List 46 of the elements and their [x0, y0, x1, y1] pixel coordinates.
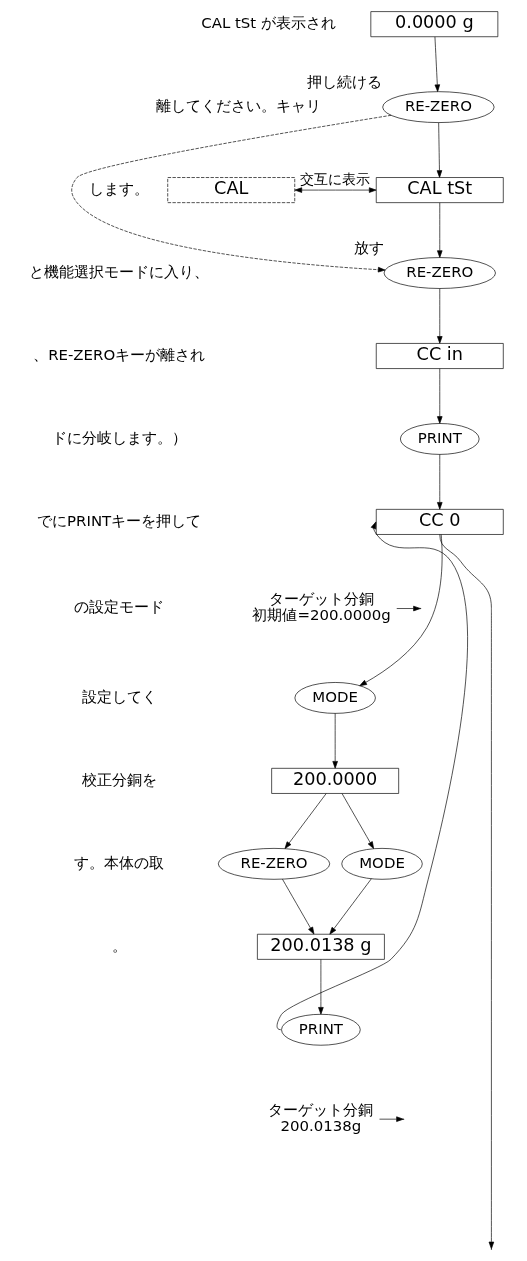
- node-ellipse: RE-ZERO: [382, 91, 495, 123]
- node-text: ターゲット分銅 200.0138g: [268, 1100, 374, 1136]
- arrow: [332, 713, 338, 769]
- node-ellipse: PRINT: [400, 423, 480, 455]
- arrow: [284, 793, 327, 849]
- arrow: [318, 959, 324, 1015]
- label: の設定モード: [74, 598, 165, 617]
- label: 離してください。キャリ: [156, 96, 322, 115]
- arrow: [434, 36, 441, 92]
- node-label: 押し続ける: [307, 73, 383, 92]
- label: ドに分岐します。）: [51, 428, 187, 447]
- node-box: CAL tSt: [375, 177, 504, 203]
- arrow: [359, 534, 443, 687]
- node-ellipse: RE-ZERO: [217, 848, 331, 880]
- node-box: 200.0138 g: [257, 933, 385, 960]
- node-text: ターゲット分銅 初期値=200.0000g: [252, 590, 391, 625]
- node-box: CC in: [375, 343, 504, 369]
- arrow: [71, 114, 392, 273]
- node-ellipse: RE-ZERO: [383, 257, 496, 289]
- label: 設定してく: [81, 687, 157, 706]
- label: します。: [89, 179, 150, 198]
- node-ellipse: MODE: [341, 848, 423, 880]
- edge-label: 交互に表示: [300, 170, 371, 187]
- label: 校正分銅を: [81, 770, 157, 789]
- node-box: CC 0: [375, 509, 504, 535]
- arrow: [437, 454, 443, 510]
- arrow: [379, 1116, 404, 1122]
- arrow: [437, 288, 443, 344]
- arrow: [341, 793, 374, 849]
- label: 。: [111, 936, 127, 955]
- label: と機能選択モードに入り、: [29, 262, 210, 281]
- arrow: [329, 878, 372, 935]
- node-label: 放す: [353, 239, 384, 258]
- arrow: [437, 202, 443, 258]
- arrow: [282, 878, 315, 935]
- label: CAL tSt が表示され: [201, 13, 336, 32]
- label: 、RE-ZEROキーが離され: [33, 345, 206, 364]
- node-ellipse: PRINT: [281, 1013, 361, 1046]
- node-box: 200.0000: [271, 768, 399, 794]
- arrow: [294, 187, 377, 193]
- node-box: CAL: [167, 177, 296, 203]
- arrow: [436, 122, 443, 178]
- label: でにPRINTキーを押して: [37, 511, 202, 530]
- label: す。本体の取: [74, 853, 165, 872]
- arrow: [437, 368, 443, 424]
- node-box: 0.0000 g: [370, 11, 499, 38]
